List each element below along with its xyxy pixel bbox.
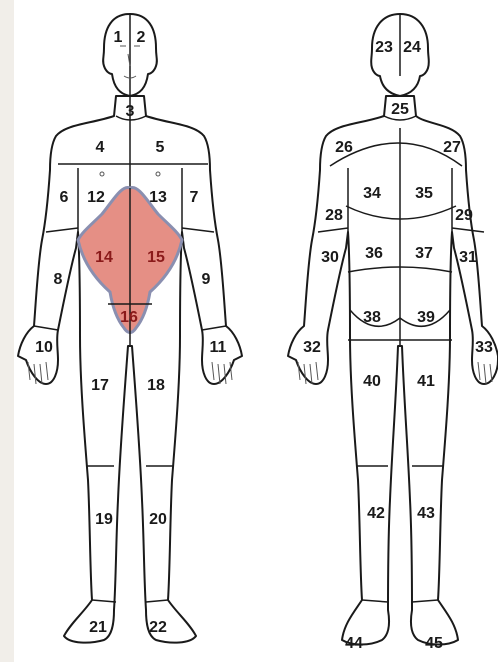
region-label-25: 25 [391, 101, 409, 118]
region-label-15: 15 [147, 249, 165, 266]
region-label-7: 7 [190, 189, 199, 206]
region-label-1: 1 [114, 29, 123, 46]
region-label-11: 11 [210, 339, 227, 356]
region-label-5: 5 [156, 139, 165, 156]
diagram-panel: 1234567891011121314151617181920212223242… [14, 0, 498, 662]
region-label-31: 31 [459, 249, 477, 266]
region-label-32: 32 [303, 339, 321, 356]
region-label-37: 37 [415, 245, 433, 262]
back-body-outline [288, 96, 498, 645]
region-label-24: 24 [403, 39, 421, 56]
region-label-41: 41 [417, 373, 435, 390]
region-label-44: 44 [345, 635, 363, 652]
region-label-38: 38 [363, 309, 381, 326]
region-label-43: 43 [417, 505, 435, 522]
region-label-13: 13 [149, 189, 167, 206]
region-label-17: 17 [91, 377, 109, 394]
region-label-27: 27 [443, 139, 461, 156]
region-label-6: 6 [60, 189, 69, 206]
region-label-42: 42 [367, 505, 385, 522]
region-label-8: 8 [54, 271, 63, 288]
region-label-34: 34 [363, 185, 381, 202]
region-label-4: 4 [96, 139, 105, 156]
region-label-28: 28 [325, 207, 343, 224]
region-label-10: 10 [35, 339, 53, 356]
region-label-16: 16 [120, 309, 138, 326]
region-label-3: 3 [126, 103, 135, 120]
region-label-35: 35 [415, 185, 433, 202]
region-label-19: 19 [95, 511, 113, 528]
region-label-22: 22 [149, 619, 167, 636]
region-label-40: 40 [363, 373, 381, 390]
region-label-9: 9 [202, 271, 211, 288]
region-label-12: 12 [87, 189, 105, 206]
region-label-18: 18 [147, 377, 165, 394]
region-label-20: 20 [149, 511, 167, 528]
region-label-2: 2 [137, 29, 146, 46]
body-map-figure: 1234567891011121314151617181920212223242… [14, 0, 498, 662]
region-label-21: 21 [89, 619, 107, 636]
region-label-45: 45 [425, 635, 443, 652]
region-label-33: 33 [475, 339, 493, 356]
region-label-14: 14 [95, 249, 113, 266]
region-label-26: 26 [335, 139, 353, 156]
region-label-23: 23 [375, 39, 393, 56]
region-label-30: 30 [321, 249, 339, 266]
region-label-39: 39 [417, 309, 435, 326]
region-label-29: 29 [455, 207, 473, 224]
region-label-36: 36 [365, 245, 383, 262]
